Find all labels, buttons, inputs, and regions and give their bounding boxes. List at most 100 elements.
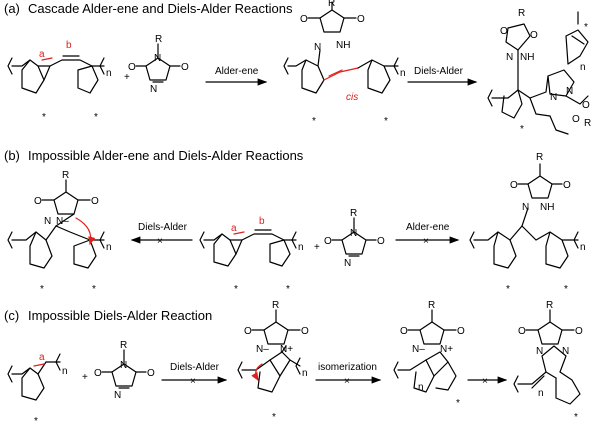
cross-b1: × xyxy=(157,236,163,247)
cross-b2: × xyxy=(423,236,429,247)
atom-R-c3: R xyxy=(428,300,435,311)
atom-NN-tad-b: N xyxy=(344,258,351,269)
atom-O-c3: O xyxy=(301,326,309,337)
atom-R-c4: R xyxy=(546,300,553,311)
label-a-b: a xyxy=(231,223,237,234)
da-adduct-b xyxy=(7,179,105,269)
atom-R-b2: R xyxy=(536,152,543,163)
section-c-tag: (c) xyxy=(4,308,19,323)
atom-R-a: R xyxy=(155,34,162,45)
atom-N-c5: N xyxy=(562,346,569,357)
atom-O-b3: O xyxy=(563,180,571,191)
final-c xyxy=(513,309,581,405)
isomer-c xyxy=(393,309,457,393)
repeat-n-c2: n xyxy=(302,368,308,379)
arrow-a2-label: Diels-Alder xyxy=(414,66,464,77)
triazolinedione-b xyxy=(331,217,377,257)
star-a2: * xyxy=(94,112,98,123)
star-ene2: * xyxy=(384,116,388,127)
polymer-c xyxy=(7,353,61,401)
atom-O-c1: O xyxy=(147,368,155,379)
atom-R-tad-b: R xyxy=(350,208,357,219)
ene-product-b xyxy=(469,163,579,269)
atom-O-prod1: O xyxy=(500,26,508,37)
arrow-b1-label: Diels-Alder xyxy=(138,222,188,233)
star-ene1: * xyxy=(312,116,316,127)
section-a-title: Cascade Alder-ene and Diels-Alder Reacti… xyxy=(28,1,293,16)
atom-N-prod2: N xyxy=(550,92,557,103)
star-b3: * xyxy=(234,284,238,295)
label-cis: cis xyxy=(346,92,358,103)
atom-O-prod4: O xyxy=(572,114,580,125)
repeat-n-prod: n xyxy=(580,62,586,73)
atom-R-ene: R xyxy=(328,0,335,9)
repeat-n-b3: n xyxy=(580,242,586,253)
label-b-atom: b xyxy=(66,40,72,51)
star-c2: * xyxy=(272,412,276,423)
label-a-atom: a xyxy=(39,49,45,60)
triazolinedione-c xyxy=(101,349,147,389)
plus-c: + xyxy=(82,372,88,383)
atom-R-prod2: R xyxy=(584,118,591,129)
atom-O-c2: O xyxy=(94,368,102,379)
atom-N-a: N xyxy=(154,53,161,64)
atom-Nm-c: N– xyxy=(256,344,269,355)
plus-b: + xyxy=(314,242,320,253)
atom-N-a2: N xyxy=(150,84,157,95)
arrow-b2-label: Alder-ene xyxy=(406,222,450,233)
atom-N-b2: N xyxy=(522,202,529,213)
atom-N-ene: N xyxy=(314,42,321,53)
label-a-c: a xyxy=(39,352,45,363)
atom-N-c4: N xyxy=(536,346,543,357)
atom-NH-b2: NH xyxy=(540,202,554,213)
repeat-n-b2: n xyxy=(298,242,304,253)
atom-O-tad-b1: O xyxy=(377,236,385,247)
atom-N-tad-b: N xyxy=(350,228,357,239)
repeat-n: n xyxy=(106,68,112,79)
zwitterion-c xyxy=(237,309,301,393)
arrow-a1-label: Alder-ene xyxy=(215,66,259,77)
repeat-n-c1: n xyxy=(62,366,68,377)
cross-c2: × xyxy=(344,376,350,387)
atom-NH-prod: NH xyxy=(520,52,534,63)
label-b-b: b xyxy=(259,216,265,227)
atom-N-b1: N xyxy=(44,216,51,227)
atom-N-prod3: N xyxy=(566,86,573,97)
atom-NN-c1: N xyxy=(114,390,121,401)
repeat-n-ene: n xyxy=(400,68,406,79)
polymer-diene-b xyxy=(199,229,297,267)
atom-NH-ene: NH xyxy=(336,40,350,51)
atom-O-tad-b2: O xyxy=(324,236,332,247)
star-c4: * xyxy=(574,412,578,423)
atom-Np-c: N+ xyxy=(280,344,293,355)
repeat-n-c4: n xyxy=(538,388,544,399)
atom-Nm-c2: N– xyxy=(412,344,425,355)
star-prod2: * xyxy=(520,124,524,135)
atom-O-c7: O xyxy=(575,326,583,337)
repeat-n-c3: n xyxy=(418,382,424,393)
section-a-tag: (a) xyxy=(4,1,20,16)
atom-Np-c2: N+ xyxy=(440,344,453,355)
cross-c3: × xyxy=(482,376,488,387)
atom-O-b4: O xyxy=(510,180,518,191)
repeat-n-b1: n xyxy=(106,242,112,253)
arrow-c2-label: isomerization xyxy=(318,362,377,373)
atom-N-c1: N xyxy=(120,360,127,371)
star-a1: * xyxy=(42,112,46,123)
atom-O-ene1: O xyxy=(357,14,365,25)
atom-R-c2: R xyxy=(272,300,279,311)
cascade-product xyxy=(487,11,589,135)
star-c3: * xyxy=(456,398,460,409)
star-b1: * xyxy=(40,284,44,295)
plus-a: + xyxy=(124,72,130,83)
atom-O-prod3: O xyxy=(582,100,590,111)
atom-O-c4: O xyxy=(244,326,252,337)
atom-R-b1: R xyxy=(62,170,69,181)
star-b2: * xyxy=(92,284,96,295)
cross-c1: × xyxy=(190,376,196,387)
star-prod1: * xyxy=(584,22,588,33)
atom-Nm-b1: N– xyxy=(56,216,69,227)
star-b6: * xyxy=(564,284,568,295)
atom-R-c1: R xyxy=(120,340,127,351)
